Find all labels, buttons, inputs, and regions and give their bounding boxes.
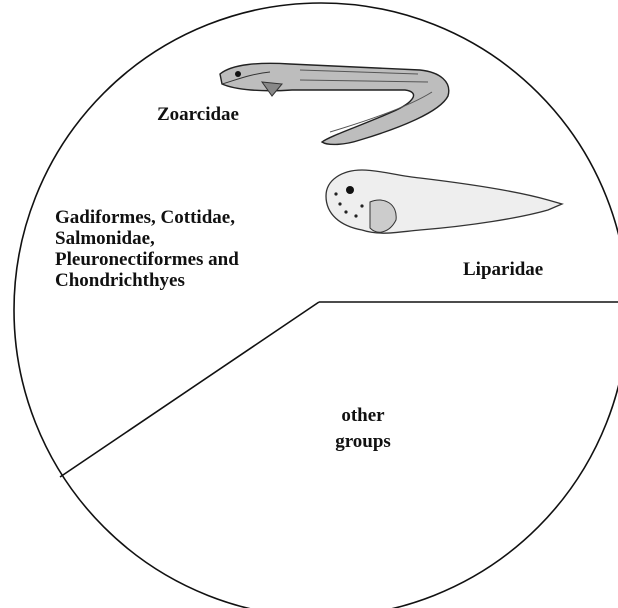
segment-label-1-line-0: Liparidae	[463, 259, 543, 280]
segment-label-3-line-2: Pleuronectiformes and	[55, 249, 239, 270]
segment-label-2-line-1: groups	[335, 431, 391, 452]
segment-label-3-line-3: Chondrichthyes	[55, 270, 185, 291]
segment-label-3-line-1: Salmonidae,	[55, 228, 155, 249]
segment-label-2-line-0: other	[341, 405, 385, 426]
segment-label-3-line-0: Gadiformes, Cottidae,	[55, 207, 235, 228]
pie-outline	[14, 3, 618, 608]
segment-label-0-line-0: Zoarcidae	[157, 104, 239, 125]
